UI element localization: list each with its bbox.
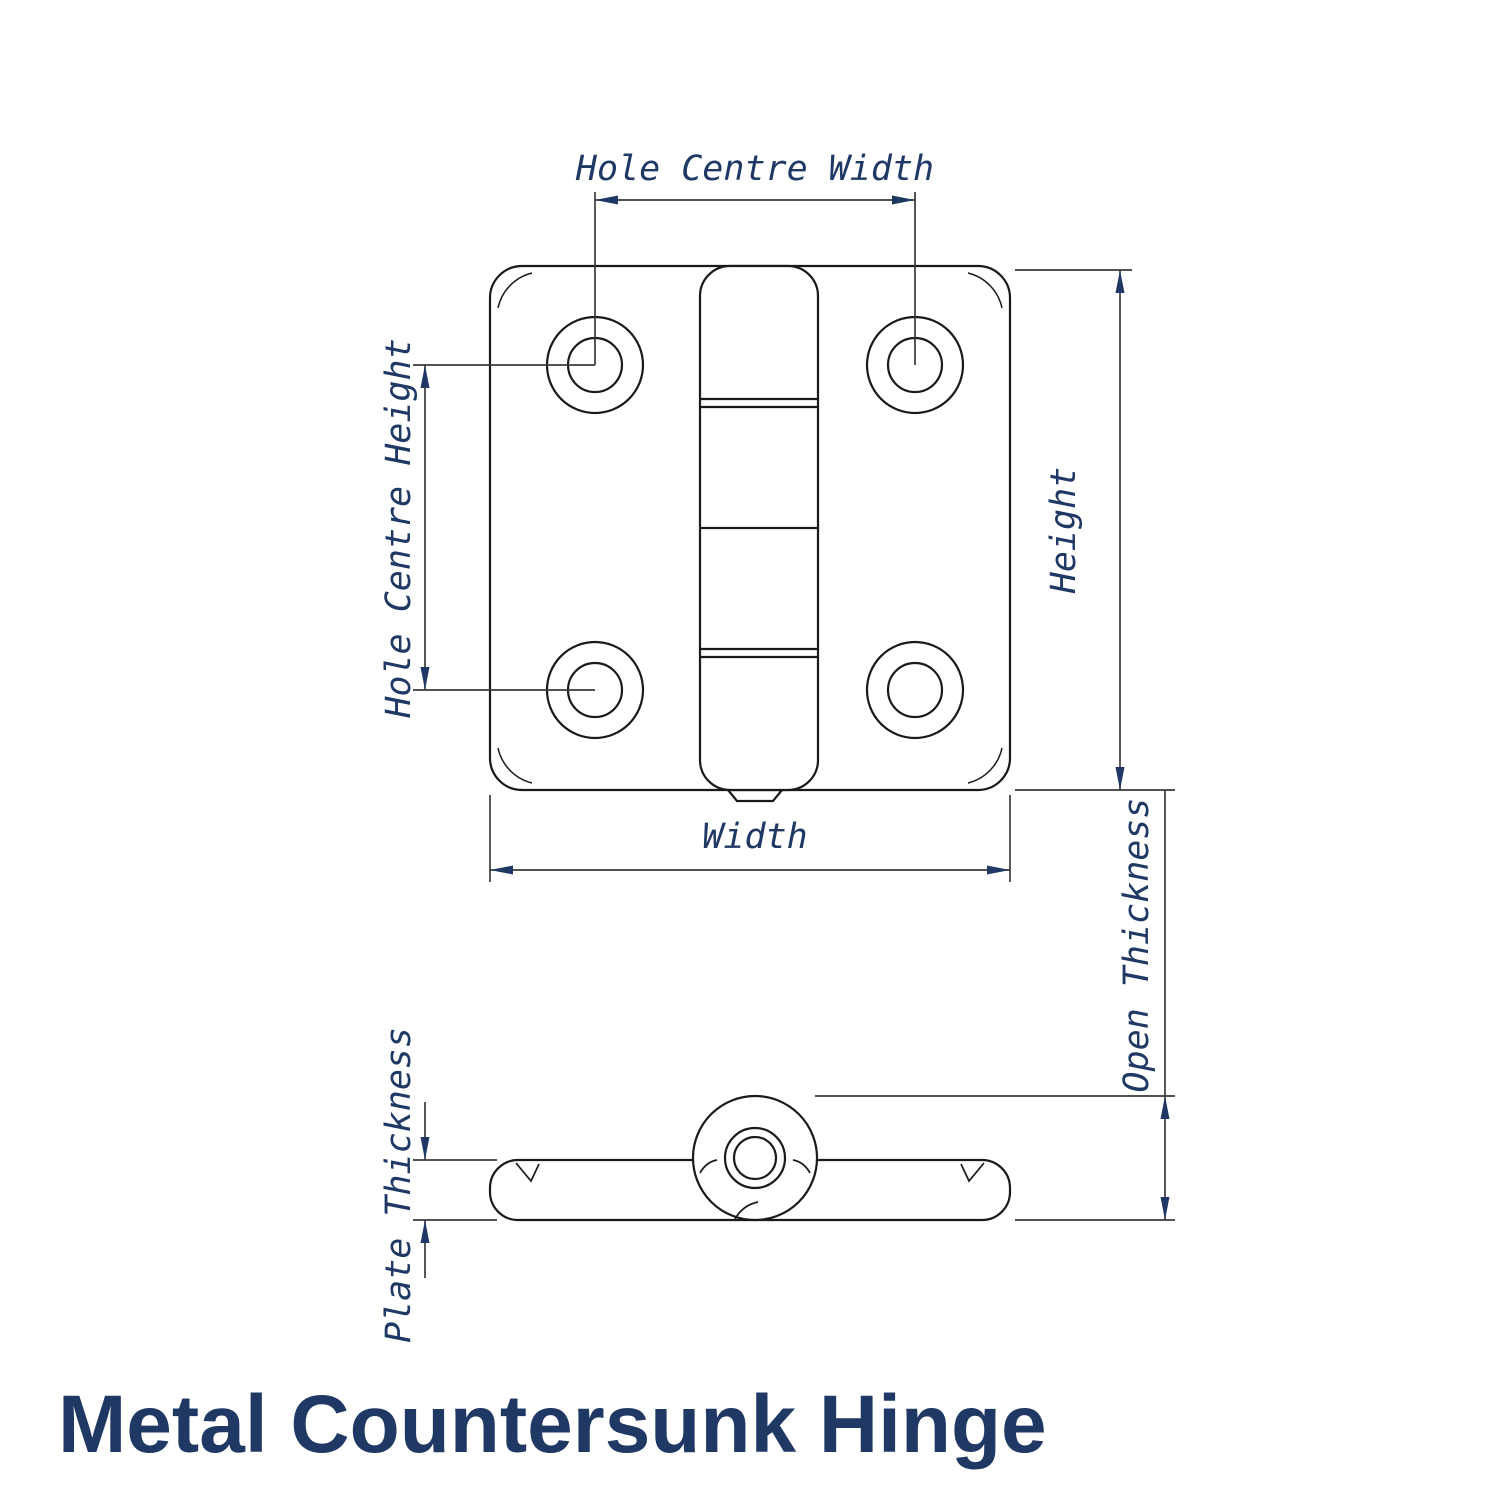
pin-end-detail	[727, 789, 783, 803]
arrowheads	[420, 195, 1170, 1243]
arrowhead	[987, 865, 1010, 875]
arrowhead	[420, 1220, 430, 1243]
leaf-fillet-right	[792, 1159, 811, 1174]
dimension-labels: Hole Centre Width Hole Centre Height Hei…	[379, 149, 1157, 1343]
arrowhead	[595, 195, 618, 205]
arrowhead	[892, 195, 915, 205]
arrowhead	[1160, 1197, 1170, 1220]
countersunk-hole-bottom-right	[865, 640, 965, 740]
leaf-fillet-left	[699, 1159, 718, 1174]
side-view	[488, 1094, 1012, 1222]
countersink-notch-left	[515, 1162, 540, 1183]
arrowhead	[1160, 1096, 1170, 1119]
pin-hole-outer	[723, 1126, 787, 1190]
dimension-lines	[413, 192, 1175, 1278]
corner-arc-bottom-left	[497, 747, 533, 784]
corner-arc-top-right	[967, 272, 1003, 309]
corner-arc-bottom-right	[967, 747, 1003, 784]
arrowhead	[490, 865, 513, 875]
page-title: Metal Countersunk Hinge	[58, 1379, 1047, 1470]
arrowhead	[420, 667, 430, 690]
label-width: Width	[702, 817, 807, 857]
barrel-profile	[691, 1094, 819, 1222]
arrowhead	[420, 365, 430, 388]
pin-hole-inner	[732, 1135, 778, 1181]
top-view	[488, 264, 1012, 803]
arrowhead	[1115, 767, 1125, 790]
arrowhead	[420, 1137, 430, 1160]
label-hole-centre-height: Hole Centre Height	[379, 338, 419, 718]
label-plate-thickness: Plate Thickness	[379, 1027, 419, 1343]
label-height: Height	[1044, 467, 1084, 594]
label-open-thickness: Open Thickness	[1117, 797, 1157, 1092]
arrowhead	[1115, 270, 1125, 293]
corner-arc-top-left	[497, 272, 533, 309]
countersink-notch-right	[960, 1162, 985, 1183]
leaf-curl-detail	[734, 1201, 759, 1220]
label-hole-centre-width: Hole Centre Width	[575, 149, 934, 189]
